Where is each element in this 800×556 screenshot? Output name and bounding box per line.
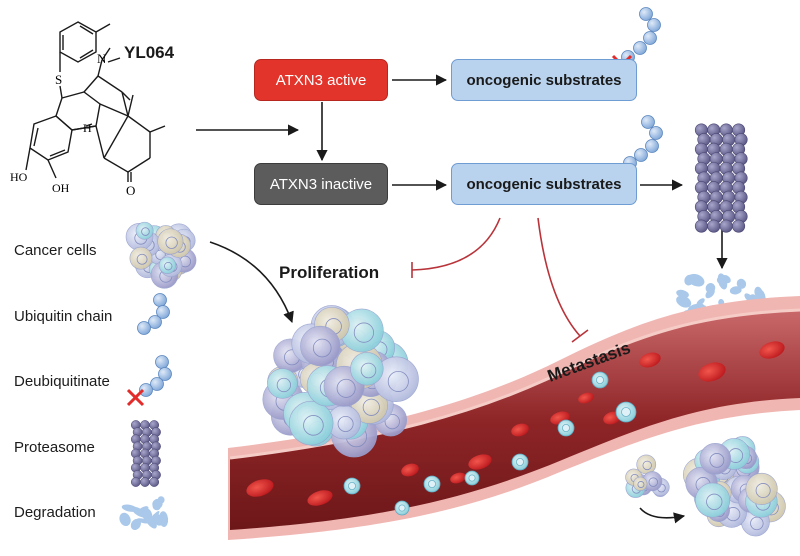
atom-h: H bbox=[83, 121, 92, 135]
atom-n: N bbox=[97, 51, 107, 66]
legend-proteasome-label: Proteasome bbox=[14, 439, 95, 456]
flow-arrows bbox=[196, 74, 728, 524]
atxn3-inactive-box: ATXN3 inactive bbox=[254, 163, 388, 205]
compound-name: YL064 bbox=[124, 43, 175, 62]
proliferation-label: Proliferation bbox=[279, 263, 379, 282]
inhibit-proliferation bbox=[411, 217, 501, 271]
compound-structure bbox=[25, 21, 166, 182]
legend-degradation-label: Degradation bbox=[14, 504, 96, 521]
deubiquitinate-icon bbox=[126, 355, 172, 407]
inhibition-lines bbox=[411, 217, 589, 343]
arrow-cells-to-cluster bbox=[639, 507, 686, 524]
circulating-tumor-cells bbox=[343, 371, 637, 516]
oncogenic-substrates-top-box: oncogenic substrates bbox=[451, 59, 637, 101]
degradation-icon bbox=[119, 496, 169, 531]
atom-s: S bbox=[55, 72, 62, 87]
ubiquitin-chain-icon bbox=[137, 293, 170, 335]
metastatic-cluster bbox=[682, 436, 786, 537]
legend-deubiquitinate-label: Deubiquitinate bbox=[14, 373, 110, 390]
oncogenic-substrates-bottom-box: oncogenic substrates bbox=[451, 163, 637, 205]
legend-ubiquitin-chain-label: Ubiquitin chain bbox=[14, 308, 113, 325]
atom-o: O bbox=[126, 183, 135, 198]
proteasome-icon bbox=[130, 420, 161, 487]
cancer-cells-cluster-small bbox=[125, 221, 197, 289]
atom-oh: OH bbox=[52, 181, 70, 195]
legend-cancer-cells-label: Cancer cells bbox=[14, 242, 97, 259]
arrow-cancer-cells-to-tumor bbox=[209, 241, 294, 324]
atom-ho: HO bbox=[10, 170, 28, 184]
atxn3-active-box: ATXN3 active bbox=[254, 59, 388, 101]
inhibit-metastasis bbox=[537, 217, 581, 337]
metastatic-cells-small bbox=[625, 454, 670, 498]
proteasome-main bbox=[694, 123, 748, 233]
primary-tumor bbox=[262, 305, 419, 458]
red-blood-cells bbox=[246, 341, 785, 506]
